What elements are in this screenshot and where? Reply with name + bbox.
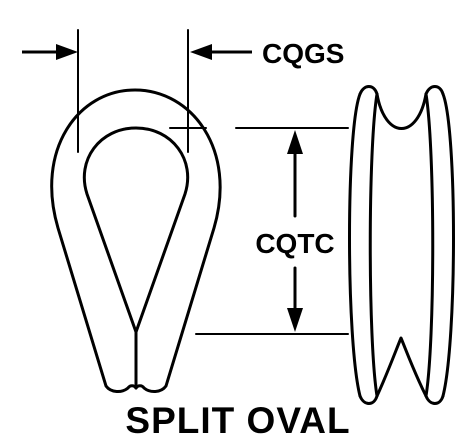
side-bottom-groove [375,336,428,398]
side-left-inner-wall [368,92,379,398]
side-left-bottom-cap [358,394,379,405]
side-right-top-cap [424,85,445,96]
thimble-front-view [50,29,222,393]
height-dimension [195,127,349,335]
width-arrow-right-head [190,44,212,60]
thimble-side-view [348,85,455,405]
side-top-groove [375,92,428,130]
side-left-outer-wall [348,92,362,398]
height-dimension-label: CQTC [255,228,334,259]
diagram-title: SPLIT OVAL [125,400,350,441]
height-arrow-bottom-head [287,308,303,332]
side-right-bottom-cap [424,394,445,405]
thimble-inner-opening [82,126,190,334]
side-right-inner-wall [424,92,435,398]
side-left-top-cap [358,85,379,96]
width-dimension: CQGS [22,38,344,69]
width-dimension-label: CQGS [262,38,344,69]
height-arrow-top-head [287,130,303,154]
width-arrow-left-head [56,44,78,60]
side-right-outer-wall [441,92,455,398]
